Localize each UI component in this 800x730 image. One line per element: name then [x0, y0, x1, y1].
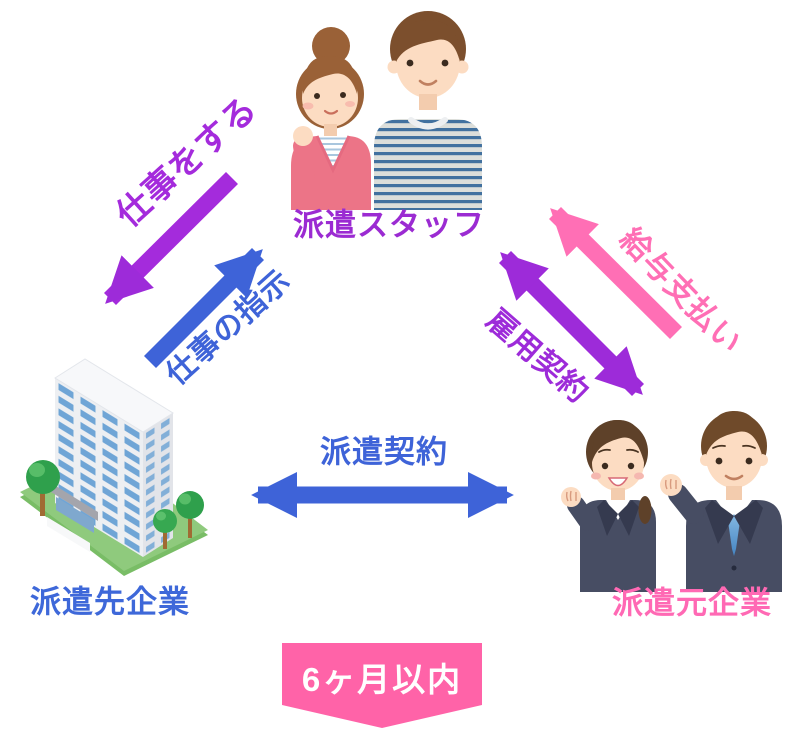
dispatch-contract-arrow-label: 派遣契約	[320, 434, 448, 470]
building-roof	[54, 358, 174, 433]
entrance-porch	[47, 517, 90, 552]
building-side-face	[143, 413, 173, 557]
arrow-employment	[498, 250, 645, 397]
agency-node-label: 派遣元企業	[612, 585, 772, 621]
staff-man	[374, 11, 482, 210]
staff-node-label: 派遣スタッフ	[293, 207, 485, 243]
agency-man	[660, 411, 782, 592]
tree-icon	[153, 509, 177, 549]
staff-woman	[291, 27, 371, 210]
agency-illustration	[561, 411, 782, 592]
agency-woman	[561, 420, 656, 592]
arrow-work-instruction	[143, 247, 265, 369]
arrow-work-do	[104, 171, 238, 306]
duration-banner-label: 6ヶ月以内	[301, 661, 463, 698]
staff-illustration	[291, 11, 482, 210]
entrance-awning	[51, 483, 98, 521]
diagram-arrows	[104, 171, 682, 518]
client-building-illustration	[20, 358, 208, 576]
client-node-label: 派遣先企業	[30, 584, 190, 620]
tree-icon	[26, 460, 60, 516]
entrance-doors	[56, 497, 94, 533]
tree-icon	[176, 491, 204, 538]
